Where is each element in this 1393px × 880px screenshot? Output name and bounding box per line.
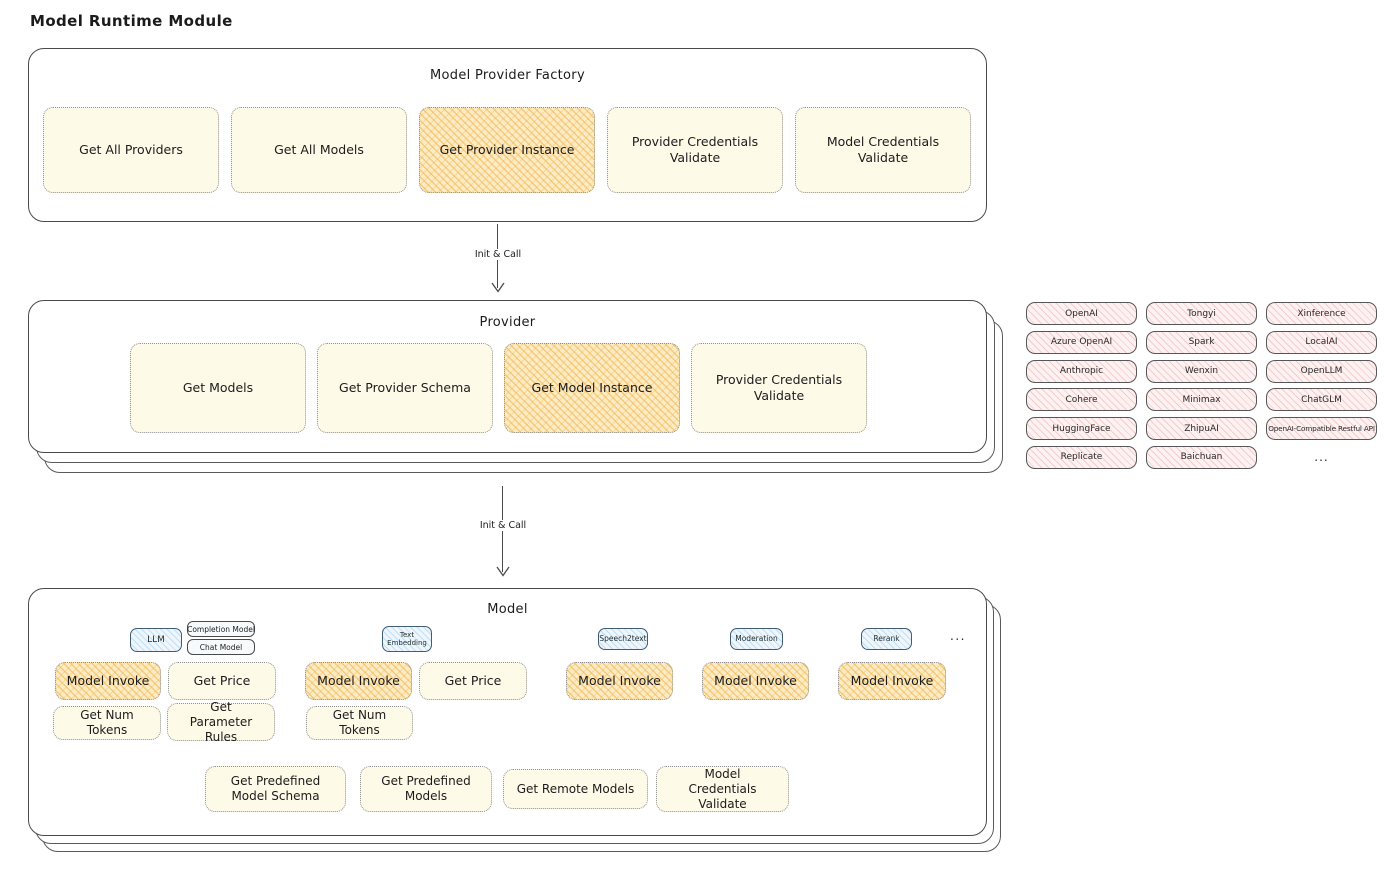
provider-pill-replicate: Replicate (1026, 445, 1137, 469)
node-get-parameter-rules: Get Parameter Rules (167, 700, 275, 744)
factory-node-model-credentials-validate: Model Credentials Validate (795, 107, 971, 193)
provider-node-get-model-instance: Get Model Instance (504, 343, 680, 433)
node-model-invoke-speech2text: Model Invoke (566, 662, 673, 700)
node-get-num-tokens-llm: Get Num Tokens (53, 706, 161, 740)
factory-node-get-all-models: Get All Models (231, 107, 407, 193)
provider-pill-localai: LocalAI (1266, 330, 1377, 354)
node-model-invoke-text-embedding: Model Invoke (305, 662, 412, 700)
provider-node-get-models: Get Models (130, 343, 306, 433)
tag-rerank: Rerank (861, 628, 912, 650)
node-get-predefined-model-schema: Get Predefined Model Schema (205, 766, 346, 812)
provider-pill-minimax: Minimax (1146, 388, 1257, 412)
page-title: Model Runtime Module (30, 12, 233, 30)
provider-pill-anthropic: Anthropic (1026, 359, 1137, 383)
factory-node-provider-credentials-validate: Provider Credentials Validate (607, 107, 783, 193)
provider-pill-openllm: OpenLLM (1266, 359, 1377, 383)
tag-moderation: Moderation (730, 628, 783, 650)
provider-list: OpenAI Tongyi Xinference Azure OpenAI Sp… (1026, 302, 1377, 469)
factory-node-get-provider-instance: Get Provider Instance (419, 107, 595, 193)
provider-pill-huggingface: HuggingFace (1026, 417, 1137, 441)
model-title: Model (487, 602, 528, 617)
node-get-price-llm: Get Price (168, 662, 276, 700)
provider-pill-openai-compatible-restful-api: OpenAI-Compatible Restful API (1266, 417, 1377, 441)
arrow-label-init-call-1: Init & Call (469, 249, 527, 260)
factory-title: Model Provider Factory (430, 68, 585, 83)
node-get-price-text-embedding: Get Price (419, 662, 527, 700)
provider-pill-wenxin: Wenxin (1146, 359, 1257, 383)
provider-pill-cohere: Cohere (1026, 388, 1137, 412)
node-model-invoke-rerank: Model Invoke (838, 662, 946, 700)
provider-pill-spark: Spark (1146, 330, 1257, 354)
node-model-invoke-llm: Model Invoke (55, 662, 161, 700)
provider-node-provider-credentials-validate: Provider Credentials Validate (691, 343, 867, 433)
node-get-remote-models: Get Remote Models (503, 769, 648, 809)
tag-speech2text: Speech2text (598, 628, 648, 650)
provider-pill-chatglm: ChatGLM (1266, 388, 1377, 412)
provider-pill-azure-openai: Azure OpenAI (1026, 330, 1137, 354)
arrow-label-init-call-2: Init & Call (474, 520, 532, 531)
model-tags-more: ... (950, 629, 966, 643)
tag-chat-model: Chat Model (187, 639, 255, 655)
provider-list-more: ... (1314, 450, 1329, 465)
provider-node-get-provider-schema: Get Provider Schema (317, 343, 493, 433)
tag-completion-model: Completion Model (187, 621, 255, 637)
provider-pill-tongyi: Tongyi (1146, 302, 1257, 325)
provider-title: Provider (479, 315, 536, 330)
node-model-credentials-validate: Model Credentials Validate (656, 766, 789, 812)
node-get-num-tokens-text-embedding: Get Num Tokens (306, 706, 413, 740)
provider-pill-baichuan: Baichuan (1146, 445, 1257, 469)
tag-llm: LLM (130, 628, 182, 652)
arrow-head-icon (491, 282, 505, 293)
provider-pill-xinference: Xinference (1266, 302, 1377, 325)
node-model-invoke-moderation: Model Invoke (702, 662, 809, 700)
provider-pill-zhipuai: ZhipuAI (1146, 417, 1257, 441)
arrow-head-icon (496, 566, 510, 577)
provider-pill-openai: OpenAI (1026, 302, 1137, 325)
factory-node-get-all-providers: Get All Providers (43, 107, 219, 193)
node-get-predefined-models: Get Predefined Models (360, 766, 492, 812)
tag-text-embedding: Text Embedding (382, 626, 432, 652)
